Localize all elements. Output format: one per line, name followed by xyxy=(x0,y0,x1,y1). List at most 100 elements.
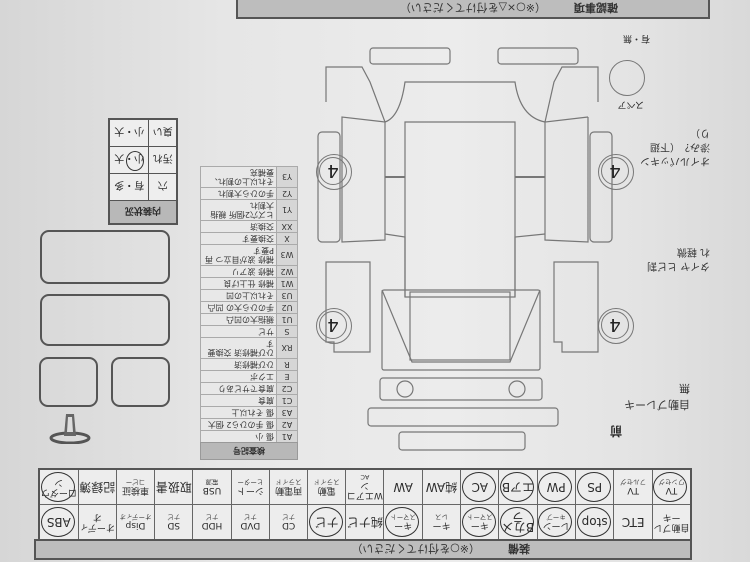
equipment-option[interactable]: AC xyxy=(460,469,499,505)
equipment-option[interactable]: エアB xyxy=(498,469,538,505)
equipment-option[interactable]: ABS xyxy=(39,504,79,540)
tire-mark: 4 xyxy=(319,157,347,185)
legend-code: X xyxy=(276,232,298,245)
legend-code: S xyxy=(276,325,298,338)
interior-dirt-value[interactable]: 小・大 xyxy=(109,146,149,174)
equipment-label: キー xyxy=(432,520,451,531)
equipment-instruction: （※○を付けてください） xyxy=(351,542,480,556)
circle-mark xyxy=(576,472,611,502)
circle-mark xyxy=(499,472,534,502)
equipment-label: TV xyxy=(627,485,639,496)
rear-seat-1 xyxy=(40,294,170,346)
equipment-option[interactable]: キースマート xyxy=(460,504,499,540)
equipment-option[interactable]: 純ナビ xyxy=(345,504,384,540)
legend-description: 傷 それ以上 xyxy=(200,406,277,419)
equipment-label: USB xyxy=(202,485,222,496)
equipment-option[interactable]: 自動ブレーキ xyxy=(652,504,691,540)
car-diagram xyxy=(310,42,640,462)
interior-hole-value[interactable]: 有・多 xyxy=(109,173,149,201)
confirmation-banner: 確認事項 （※○×△を付けてください） xyxy=(236,0,710,19)
equipment-option[interactable]: Bカメラ xyxy=(498,504,538,540)
equipment-label: DVD xyxy=(240,520,261,531)
equipment-option[interactable]: 両電動スライド xyxy=(269,469,308,505)
equipment-option[interactable]: 純AW xyxy=(422,469,461,505)
equipment-option[interactable]: キースマート xyxy=(383,504,423,540)
equipment-sublabel: 電源 xyxy=(205,478,219,487)
equipment-label: HDD xyxy=(201,520,223,531)
equipment-sublabel: ナビ xyxy=(205,513,219,522)
equipment-option[interactable]: 車検証コピー xyxy=(116,469,155,505)
equipment-option[interactable]: AW xyxy=(383,469,423,505)
equipment-option[interactable]: stop xyxy=(575,504,614,540)
equipment-option[interactable]: PS xyxy=(575,469,614,505)
equipment-option[interactable]: 記録簿 xyxy=(78,469,117,505)
equipment-sublabel: AC xyxy=(360,473,370,482)
tire-front-left: 4 xyxy=(316,308,352,344)
equipment-label: Disp xyxy=(125,520,146,531)
equipment-option[interactable]: オーディオ xyxy=(78,504,117,540)
front-seat-right xyxy=(111,357,170,407)
legend-code: W3 xyxy=(276,244,298,266)
handwritten-note-tire: タイヤ ヒビ割れ 軽微 xyxy=(647,246,710,271)
equipment-sublabel: オーディオ xyxy=(119,513,152,522)
circle-mark xyxy=(538,507,573,537)
equipment-option[interactable]: PW xyxy=(537,469,576,505)
equipment-option[interactable]: ナビ xyxy=(307,504,346,540)
legend-description: それ以上の凹 xyxy=(200,289,277,302)
confirmation-instruction: （※○×△を付けてください） xyxy=(399,1,546,15)
legend-description: 傷 小 xyxy=(200,430,277,443)
equipment-option[interactable]: レーンキープ xyxy=(537,504,576,540)
equipment-sublabel: レス xyxy=(434,513,448,522)
legend-code: Y3 xyxy=(276,166,298,188)
interior-smell-value[interactable]: 小・大 xyxy=(109,119,149,147)
front-seat-left xyxy=(39,357,98,407)
legend-description: それ以上の割れ、要補充 xyxy=(200,166,277,188)
legend-code: A2 xyxy=(276,418,298,431)
rear-seat-2 xyxy=(40,230,170,284)
equipment-label: シート xyxy=(236,485,264,496)
equipment-option[interactable]: 取扱書 xyxy=(154,469,193,505)
legend-description: 親指大の凹凸 xyxy=(200,313,277,326)
circle-mark xyxy=(40,472,75,502)
equipment-option[interactable]: キーレス xyxy=(422,504,461,540)
tire-rear-left: 4 xyxy=(316,154,352,190)
equipment-sublabel: ヒーター xyxy=(237,478,264,487)
legend-description: 腐食でサビあり xyxy=(200,382,277,395)
interior-dirt-label: 汚れ xyxy=(148,146,177,174)
legend-code: U1 xyxy=(276,313,298,326)
equipment-banner: 装備 （※○を付けてください） xyxy=(34,539,692,560)
legend-code: A1 xyxy=(276,430,298,443)
equipment-option[interactable]: 電動スライド xyxy=(307,469,346,505)
legend-description: 交換済 xyxy=(200,220,277,233)
legend-code: Y1 xyxy=(276,199,298,221)
equipment-label: 車検証 xyxy=(121,485,149,496)
equipment-label: 記録簿 xyxy=(79,480,116,494)
equipment-option[interactable]: ETC xyxy=(613,504,653,540)
handwritten-note-brake: 自動ブレーキ 無 xyxy=(624,382,690,411)
tire-front-right: 4 xyxy=(598,308,634,344)
legend-code: RX xyxy=(276,337,298,359)
equipment-option[interactable]: ローダウン xyxy=(39,469,79,505)
legend-code: XX xyxy=(276,220,298,233)
equipment-option[interactable]: シートヒーター xyxy=(231,469,270,505)
interior-hole-label: 穴 xyxy=(148,173,177,201)
